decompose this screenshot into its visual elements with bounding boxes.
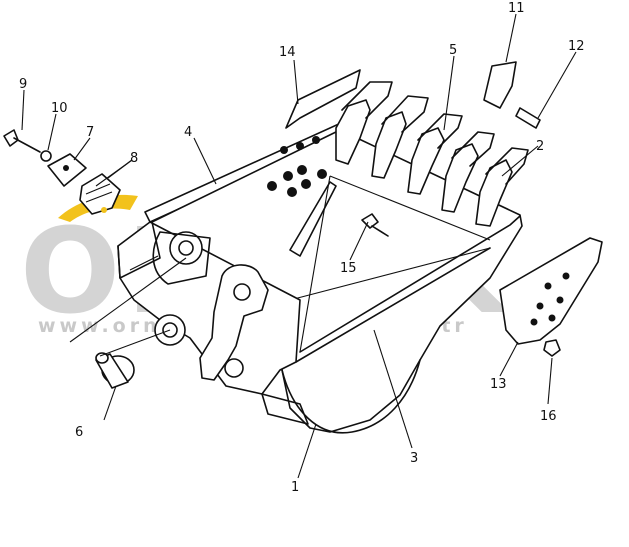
callout-11: 11 bbox=[508, 1, 525, 16]
side-cutter-13 bbox=[499, 237, 603, 345]
callout-6: 6 bbox=[75, 425, 83, 440]
nut-16 bbox=[543, 339, 561, 357]
bolt-15 bbox=[361, 213, 379, 229]
pin-bracket bbox=[199, 264, 269, 381]
leader-lines bbox=[21, 13, 577, 479]
side-plate-14 bbox=[285, 69, 361, 129]
callout-9: 9 bbox=[19, 77, 27, 92]
callout-15: 15 bbox=[340, 261, 357, 276]
callout-5: 5 bbox=[449, 43, 457, 58]
callout-16: 16 bbox=[540, 409, 557, 424]
callout-3: 3 bbox=[410, 451, 418, 466]
callout-12: 12 bbox=[568, 39, 585, 54]
callout-10: 10 bbox=[51, 101, 68, 116]
teeth-row bbox=[335, 81, 529, 227]
bucket-assembly bbox=[3, 61, 603, 434]
callout-labels: 1 2 3 4 5 6 7 8 9 10 11 12 13 14 15 16 bbox=[19, 1, 585, 495]
pin-12 bbox=[515, 107, 541, 129]
callout-1: 1 bbox=[291, 480, 299, 495]
callout-13: 13 bbox=[490, 377, 507, 392]
bolt-holes-left bbox=[267, 136, 327, 197]
callout-14: 14 bbox=[279, 45, 296, 60]
callout-8: 8 bbox=[130, 151, 138, 166]
callout-4: 4 bbox=[184, 125, 192, 140]
linkage-hardware bbox=[3, 129, 121, 215]
tooth-11 bbox=[483, 61, 517, 109]
callout-7: 7 bbox=[86, 125, 94, 140]
bushing-6 bbox=[95, 352, 135, 389]
callout-2: 2 bbox=[536, 139, 544, 154]
